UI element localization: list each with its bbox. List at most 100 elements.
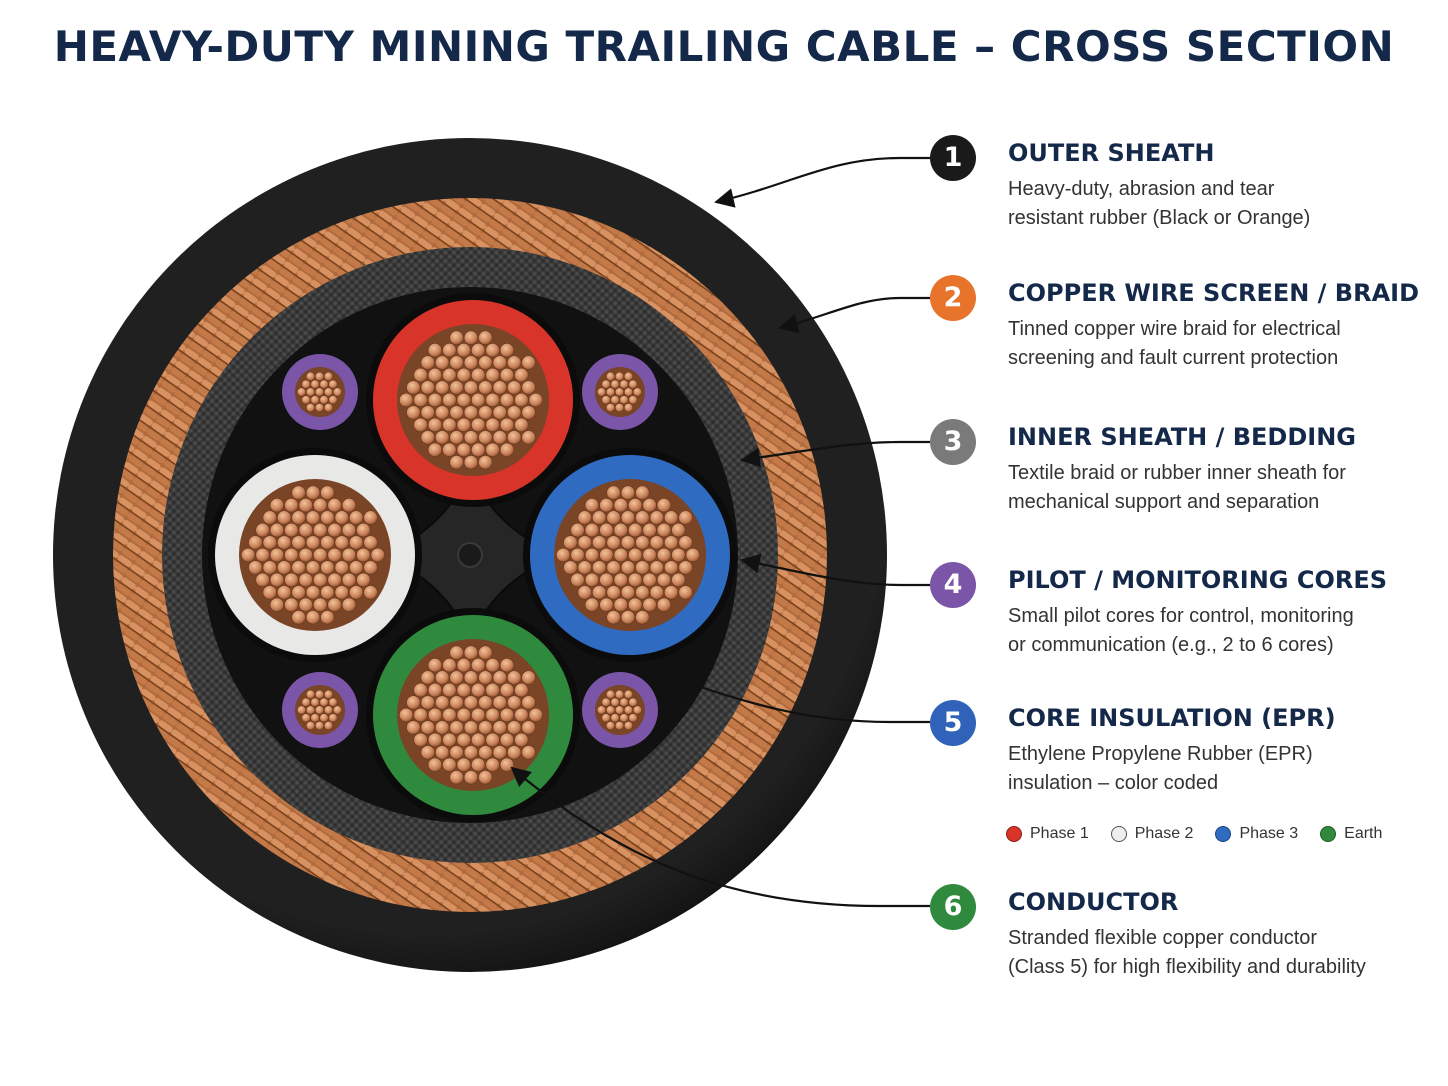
copper-strand xyxy=(643,548,657,562)
copper-strand xyxy=(443,418,457,432)
copper-strand xyxy=(457,658,471,672)
legend-label: Phase 2 xyxy=(1135,825,1194,843)
copper-strand xyxy=(607,486,621,500)
copper-strand xyxy=(500,393,514,407)
copper-strand xyxy=(349,586,363,600)
copper-strand xyxy=(650,586,664,600)
copper-strand xyxy=(522,671,536,685)
badge-4: 4 xyxy=(930,562,976,608)
copper-strand xyxy=(421,696,435,710)
copper-strand xyxy=(450,746,464,760)
copper-strand xyxy=(500,343,514,357)
copper-strand xyxy=(450,671,464,685)
copper-strand xyxy=(277,511,291,525)
copper-strand xyxy=(507,671,521,685)
copper-strand xyxy=(471,343,485,357)
copper-strand xyxy=(515,733,529,747)
callout-title: CONDUCTOR xyxy=(1008,888,1178,916)
copper-strand xyxy=(421,721,435,735)
callout-copper-braid: 2 COPPER WIRE SCREEN / BRAID Tinned copp… xyxy=(930,275,1430,385)
callout-title: PILOT / MONITORING CORES xyxy=(1008,566,1387,594)
copper-strand xyxy=(611,396,620,405)
copper-strand xyxy=(571,523,585,537)
copper-strand xyxy=(607,586,621,600)
copper-strand xyxy=(621,536,635,550)
copper-strand xyxy=(602,714,611,723)
copper-strand xyxy=(450,381,464,395)
copper-strand xyxy=(270,598,284,612)
legend-dot xyxy=(1006,826,1022,842)
copper-strand xyxy=(564,561,578,575)
copper-strand xyxy=(414,733,428,747)
copper-strand xyxy=(457,368,471,382)
copper-strand xyxy=(428,708,442,722)
copper-strand xyxy=(249,561,263,575)
copper-strand xyxy=(614,548,628,562)
copper-strand xyxy=(435,671,449,685)
copper-strand xyxy=(371,548,385,562)
copper-strand xyxy=(428,733,442,747)
copper-strand xyxy=(679,511,693,525)
copper-strand xyxy=(515,368,529,382)
copper-strand xyxy=(679,586,693,600)
copper-strand xyxy=(620,380,629,389)
copper-strand xyxy=(471,758,485,772)
copper-strand xyxy=(313,548,327,562)
copper-strand xyxy=(450,696,464,710)
copper-strand xyxy=(628,498,642,512)
copper-strand xyxy=(464,331,478,345)
copper-strand xyxy=(620,396,629,405)
copper-strand xyxy=(277,536,291,550)
copper-strand xyxy=(585,548,599,562)
copper-strand xyxy=(428,758,442,772)
legend-item-earth: Earth xyxy=(1320,820,1382,848)
copper-strand xyxy=(679,536,693,550)
copper-strand xyxy=(471,443,485,457)
copper-strand xyxy=(329,698,338,707)
copper-strand xyxy=(522,431,536,445)
copper-strand xyxy=(256,573,270,587)
copper-strand xyxy=(329,714,338,723)
copper-strand xyxy=(621,511,635,525)
copper-strand xyxy=(414,683,428,697)
copper-strand xyxy=(507,696,521,710)
copper-strand xyxy=(349,511,363,525)
copper-strand xyxy=(285,548,299,562)
copper-strand xyxy=(643,498,657,512)
copper-strand xyxy=(479,381,493,395)
copper-strand xyxy=(428,683,442,697)
copper-strand xyxy=(342,498,356,512)
copper-strand xyxy=(493,696,507,710)
copper-strand xyxy=(349,536,363,550)
copper-strand xyxy=(628,573,642,587)
copper-strand xyxy=(299,598,313,612)
copper-strand xyxy=(657,598,671,612)
copper-strand xyxy=(486,443,500,457)
copper-strand xyxy=(615,388,624,397)
copper-strand xyxy=(328,548,342,562)
copper-strand xyxy=(320,698,329,707)
copper-strand xyxy=(263,511,277,525)
copper-strand xyxy=(672,573,686,587)
copper-strand xyxy=(329,396,338,405)
callout-outer-sheath: 1 OUTER SHEATH Heavy-duty, abrasion and … xyxy=(930,135,1430,245)
copper-strand xyxy=(664,561,678,575)
copper-strand xyxy=(421,671,435,685)
copper-strand xyxy=(306,561,320,575)
copper-strand xyxy=(486,733,500,747)
copper-strand xyxy=(249,536,263,550)
copper-strand xyxy=(311,380,320,389)
copper-strand xyxy=(342,523,356,537)
copper-strand xyxy=(320,380,329,389)
copper-strand xyxy=(479,331,493,345)
copper-strand xyxy=(507,381,521,395)
copper-strand xyxy=(628,523,642,537)
copper-strand xyxy=(306,486,320,500)
callout-description: Tinned copper wire braid for electricals… xyxy=(1008,315,1428,373)
legend-item-phase-3: Phase 3 xyxy=(1215,820,1298,848)
copper-strand xyxy=(614,498,628,512)
legend-label: Earth xyxy=(1344,825,1382,843)
copper-strand xyxy=(471,368,485,382)
copper-strand xyxy=(493,671,507,685)
copper-strand xyxy=(500,443,514,457)
